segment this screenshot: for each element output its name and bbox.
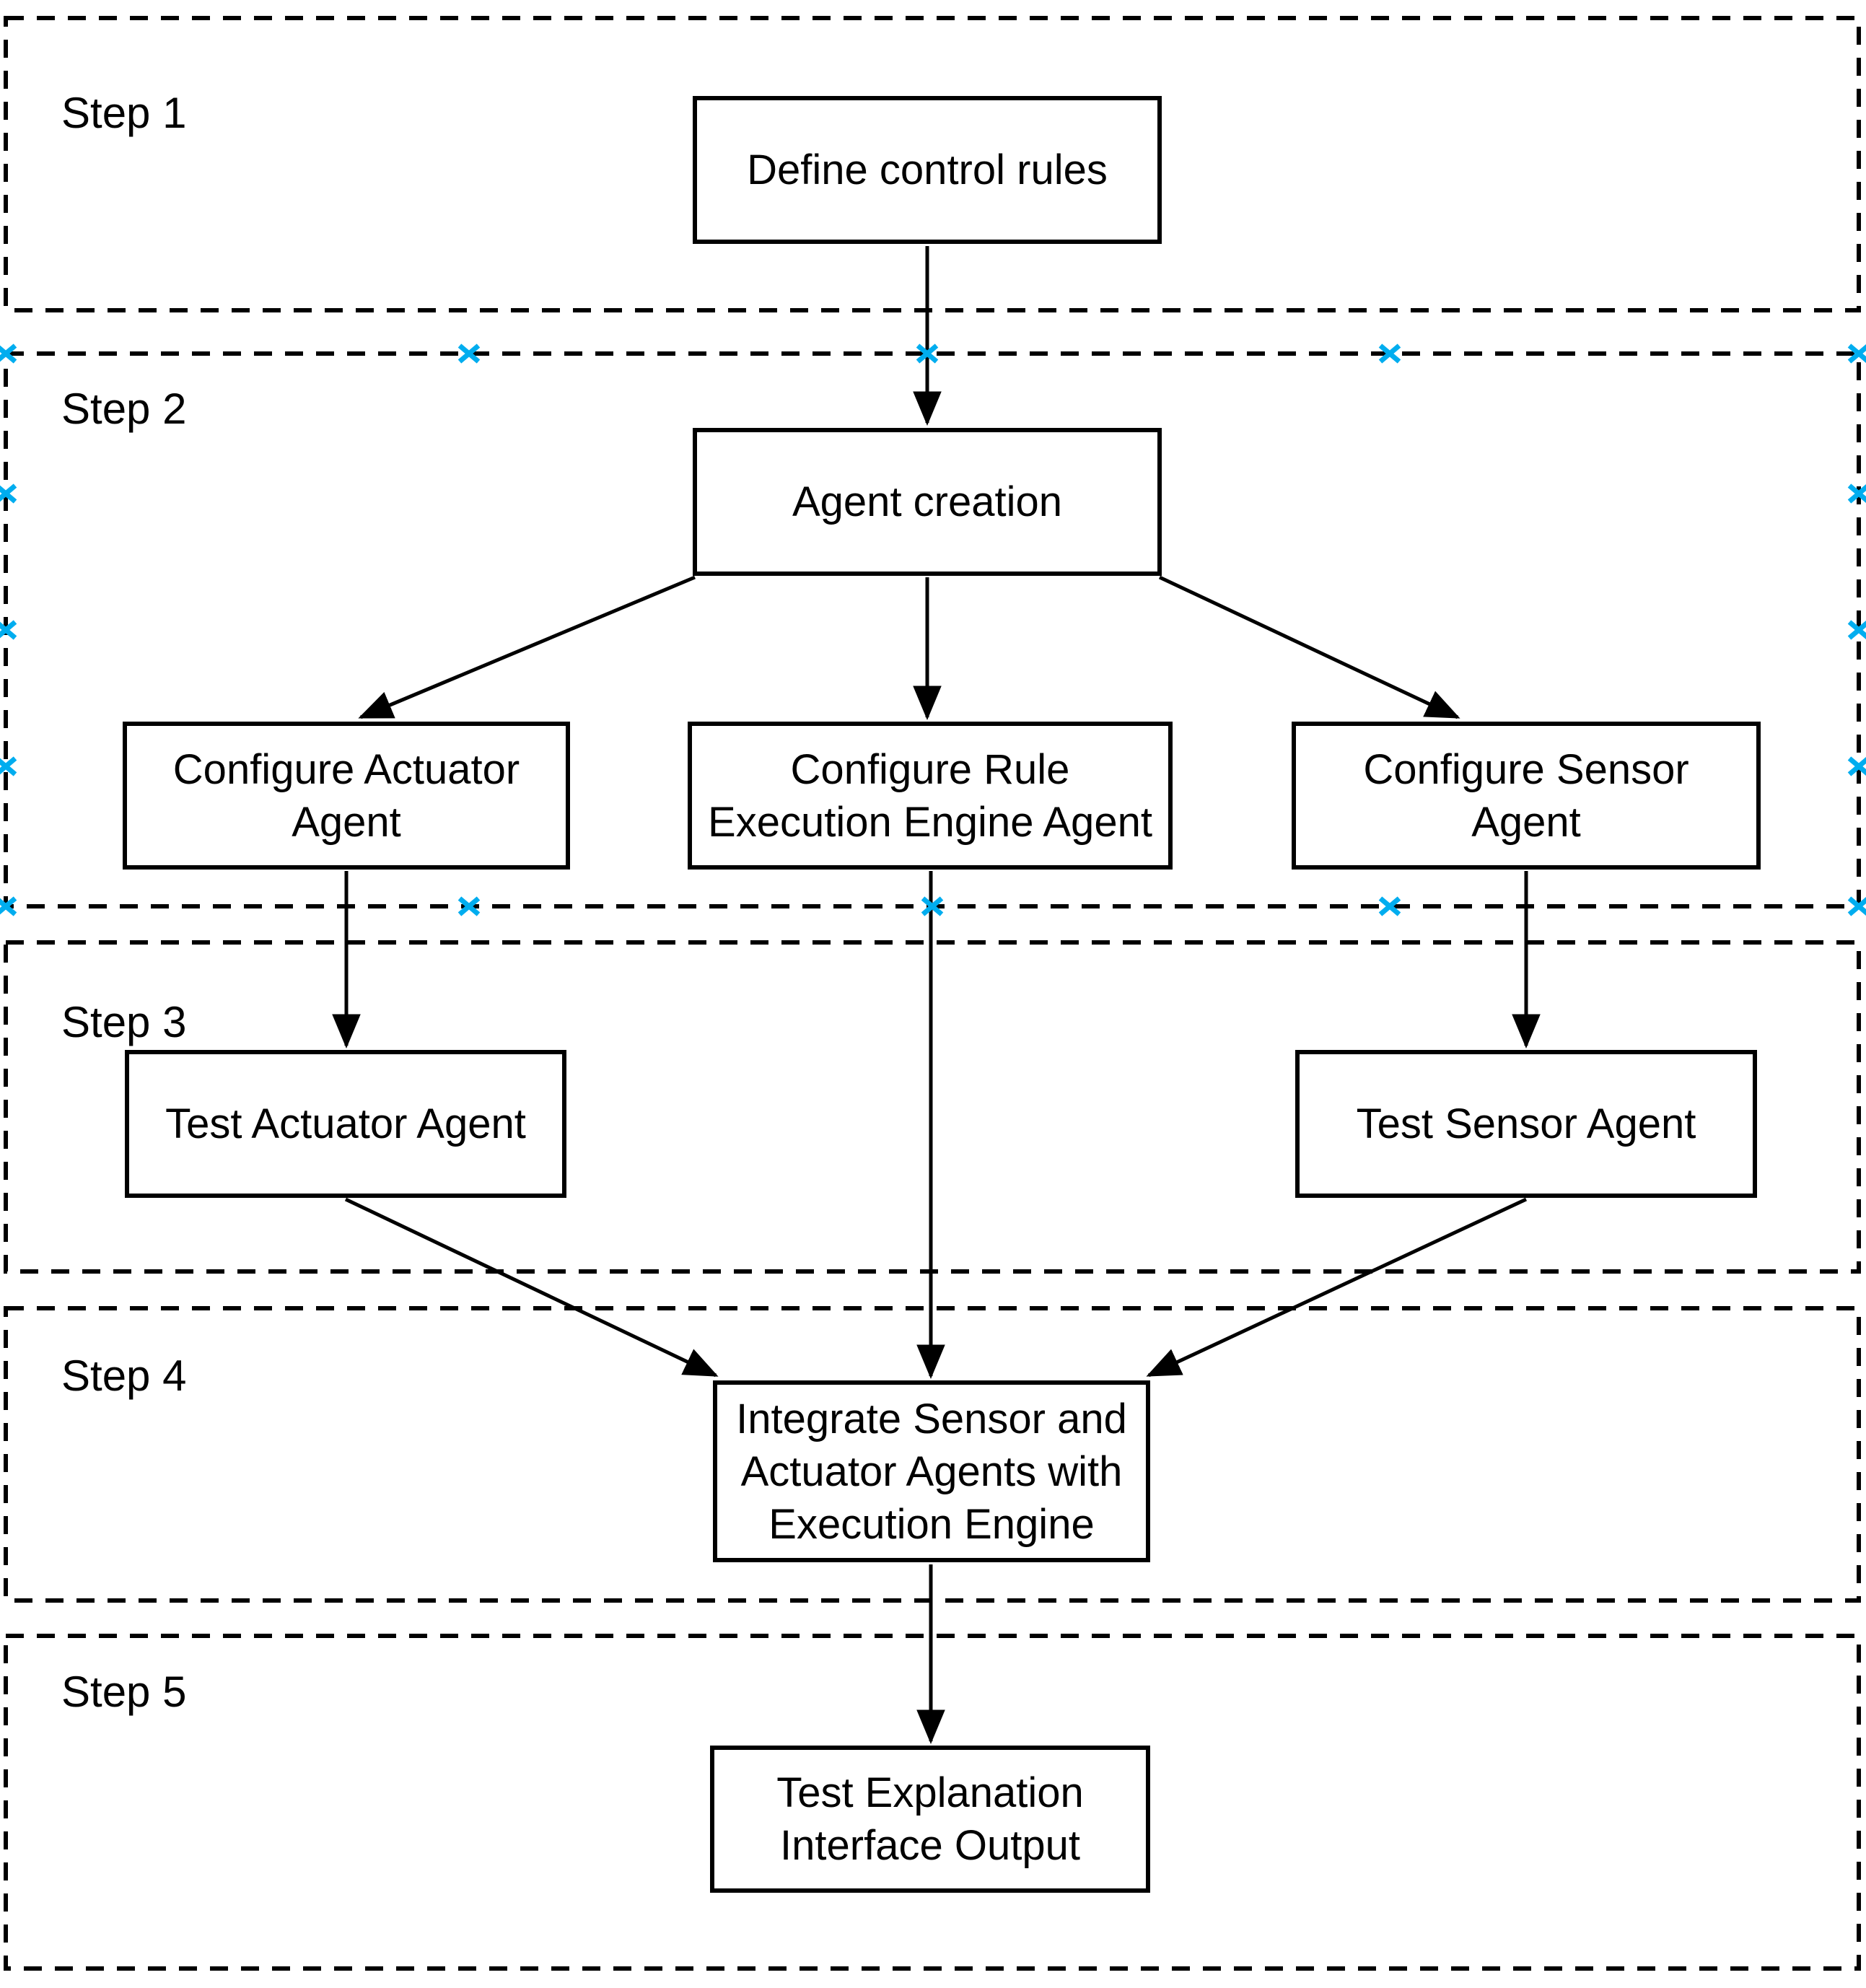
node-configure-actuator-agent[interactable]: Configure Actuator Agent xyxy=(123,722,570,870)
lane-label-step-5: Step 5 xyxy=(61,1668,187,1716)
lane-label-step-1: Step 1 xyxy=(61,89,187,137)
lane-step-1[interactable] xyxy=(4,16,1861,312)
node-define-control-rules[interactable]: Define control rules xyxy=(693,96,1162,244)
node-configure-rule-execution-engine-agent[interactable]: Configure Rule Execution Engine Agent xyxy=(688,722,1173,870)
lane-step-5[interactable] xyxy=(4,1634,1861,1971)
lane-label-step-4: Step 4 xyxy=(61,1352,187,1400)
node-agent-creation[interactable]: Agent creation xyxy=(693,428,1162,576)
lane-label-step-3: Step 3 xyxy=(61,998,187,1046)
node-test-sensor-agent[interactable]: Test Sensor Agent xyxy=(1295,1050,1757,1198)
node-test-actuator-agent[interactable]: Test Actuator Agent xyxy=(125,1050,566,1198)
node-test-explanation-interface-output[interactable]: Test Explanation Interface Output xyxy=(710,1746,1150,1893)
lane-label-step-2: Step 2 xyxy=(61,385,187,433)
node-integrate-agents[interactable]: Integrate Sensor and Actuator Agents wit… xyxy=(713,1380,1150,1562)
node-configure-sensor-agent[interactable]: Configure Sensor Agent xyxy=(1292,722,1761,870)
